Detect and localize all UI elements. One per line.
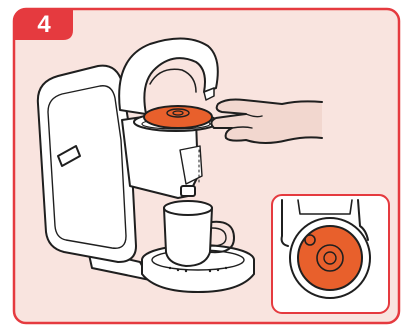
inset-disc-notch <box>305 235 315 245</box>
cup-body <box>164 208 212 266</box>
step-number: 4 <box>15 9 73 40</box>
hand <box>211 100 322 144</box>
inset-detail <box>272 195 389 313</box>
hand-shape <box>211 100 322 144</box>
cup-rim <box>164 201 212 215</box>
machine-spout <box>181 186 195 196</box>
